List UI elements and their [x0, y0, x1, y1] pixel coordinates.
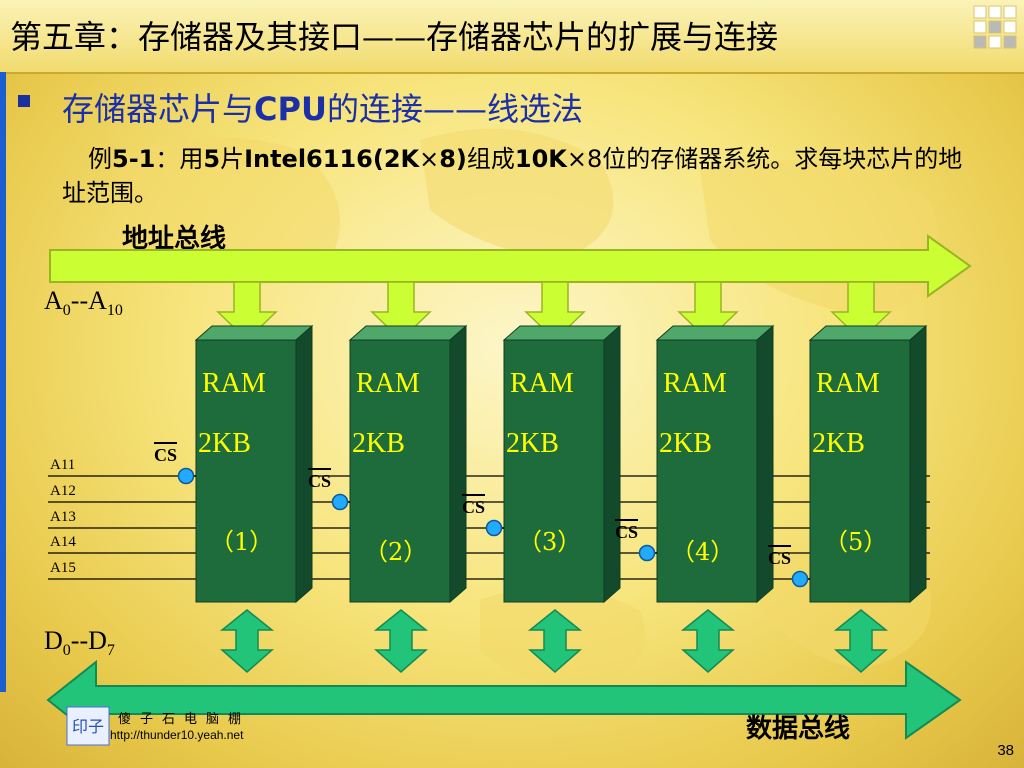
chip-size-label: 2KB [812, 428, 865, 459]
chip-number-label: （2） [364, 538, 428, 566]
cs-input-bubble [331, 493, 349, 511]
select-line-label: A15 [50, 560, 76, 576]
example-part: 片 [220, 145, 245, 173]
chip-select-label: CS [768, 545, 792, 568]
chip-side-face [909, 324, 927, 604]
example-bold: 8) [439, 145, 467, 173]
cs-input-bubble [791, 570, 809, 588]
example-part: 例 [88, 145, 112, 173]
chip-select-label: CS [308, 468, 332, 491]
chip-size-label: 2KB [659, 428, 712, 459]
chip-type-label: RAM [816, 368, 880, 399]
chip-number-label: （5） [824, 528, 888, 556]
ram-chip [809, 339, 911, 603]
ram-chip [349, 339, 451, 603]
data-double-arrow [373, 609, 429, 673]
chip-number-label: （3） [518, 528, 582, 556]
chip-size-label: 2KB [352, 428, 405, 459]
grid-squares-logo-icon [973, 5, 1017, 49]
bullet-square-icon [18, 95, 30, 107]
chip-side-face [449, 324, 467, 604]
cs-input-bubble [177, 467, 195, 485]
heading-rest: 的连接——线选法 [326, 90, 583, 128]
heading-main: 存储器芯片与 [62, 90, 255, 128]
data-double-arrow [527, 609, 583, 673]
chip-top-face [808, 325, 928, 341]
left-accent-rule [0, 72, 6, 692]
chip-type-label: RAM [663, 368, 727, 399]
footer-name: 傻子石电脑棚 [118, 712, 251, 727]
data-bus-label: 数据总线 [746, 714, 851, 744]
example-part: 组成 [466, 145, 515, 173]
data-lines-label: D0--D7 [44, 626, 115, 660]
ram-chip [195, 339, 297, 603]
chip-top-face [655, 325, 775, 341]
example-text: 例5-1：用5片Intel6116(2K×8)组成10K×8位的存储器系统。求每… [62, 142, 982, 210]
data-sub-to: 7 [106, 642, 115, 660]
cs-input-bubble [485, 519, 503, 537]
select-line-label: A11 [50, 457, 76, 473]
addr-letter: A [44, 286, 63, 315]
chip-type-label: RAM [202, 368, 266, 399]
example-bold: 5-1 [112, 145, 156, 173]
chip-top-face [502, 325, 622, 341]
example-bold: 5 [203, 145, 221, 173]
data-double-arrow [680, 609, 736, 673]
chip-select-label: CS [462, 494, 486, 517]
addr-sub-to: 10 [106, 302, 123, 320]
example-bold: Intel6116(2K [244, 145, 420, 173]
chip-top-face [348, 325, 468, 341]
section-heading: 存储器芯片与CPU的连接——线选法 [62, 84, 583, 130]
address-bus-arrow [49, 234, 972, 298]
chip-size-label: 2KB [506, 428, 559, 459]
select-line-label: A13 [50, 509, 76, 525]
footer-logo-icon: 印子 [66, 706, 110, 746]
chip-number-label: （1） [210, 528, 274, 556]
chip-type-label: RAM [356, 368, 420, 399]
cs-input-bubble [638, 544, 656, 562]
page-number: 38 [997, 742, 1014, 759]
example-part: ×8位的存储器系统。求每块芯片的地址范围。 [62, 145, 963, 207]
heading-cpu: CPU [254, 90, 327, 128]
ram-chip [503, 339, 605, 603]
chip-select-label: CS [615, 519, 639, 542]
addr-sub-from: 0 [62, 302, 71, 320]
footer-url[interactable]: http://thunder10.yeah.net [110, 728, 244, 742]
ram-chip [656, 339, 758, 603]
select-line-label: A12 [50, 483, 76, 499]
example-part: ：用 [155, 145, 204, 173]
chip-side-face [295, 324, 313, 604]
data-mid: --D [70, 626, 107, 655]
example-part: × [419, 145, 440, 173]
chip-side-face [603, 324, 621, 604]
chip-number-label: （4） [671, 538, 735, 566]
address-lines-label: A0--A10 [44, 286, 123, 320]
data-letter: D [44, 626, 63, 655]
data-sub-from: 0 [62, 642, 71, 660]
chip-type-label: RAM [510, 368, 574, 399]
slide-title: 第五章：存储器及其接口——存储器芯片的扩展与连接 [10, 18, 779, 56]
chip-size-label: 2KB [198, 428, 251, 459]
select-line-label: A14 [50, 534, 76, 550]
footer-logo-text: 印子 [72, 717, 104, 736]
chip-select-label: CS [154, 442, 178, 465]
addr-mid: --A [70, 286, 107, 315]
data-double-arrow [833, 609, 889, 673]
data-double-arrow [219, 609, 275, 673]
example-bold: 10K [514, 145, 567, 173]
title-bar [0, 0, 1024, 74]
chip-top-face [194, 325, 314, 341]
